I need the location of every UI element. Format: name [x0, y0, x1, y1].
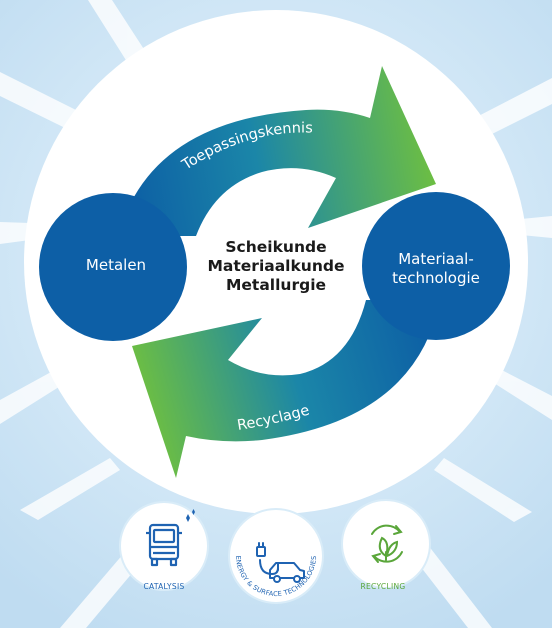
metalen-label: Metalen	[85, 256, 147, 274]
center-line-scheikunde: Scheikunde	[225, 238, 327, 256]
metalen-node	[39, 193, 187, 341]
recycle-leaf-icon	[371, 524, 403, 563]
electric-car-icon	[256, 542, 305, 583]
materiaaltechnologie-label: Materiaal- technologie	[392, 250, 480, 287]
center-line-materiaalkunde: Materiaalkunde	[207, 257, 345, 275]
center-disciplines: Scheikunde Materiaalkunde Metallurgie	[180, 238, 372, 295]
badge-catalysis	[119, 501, 209, 591]
materiaaltechnologie-node	[362, 192, 510, 340]
top-arrow	[118, 66, 436, 236]
badge-recycling	[341, 499, 431, 589]
badge-energy: ENERGY & SURFACE TECHNOLOGIES	[228, 508, 324, 604]
bottom-arrow	[132, 300, 440, 478]
badge-recycling-label: RECYCLING	[360, 582, 406, 591]
badge-catalysis-label: CATALYSIS	[143, 582, 185, 591]
truck-icon	[146, 509, 195, 567]
center-line-metallurgie: Metallurgie	[225, 276, 327, 294]
